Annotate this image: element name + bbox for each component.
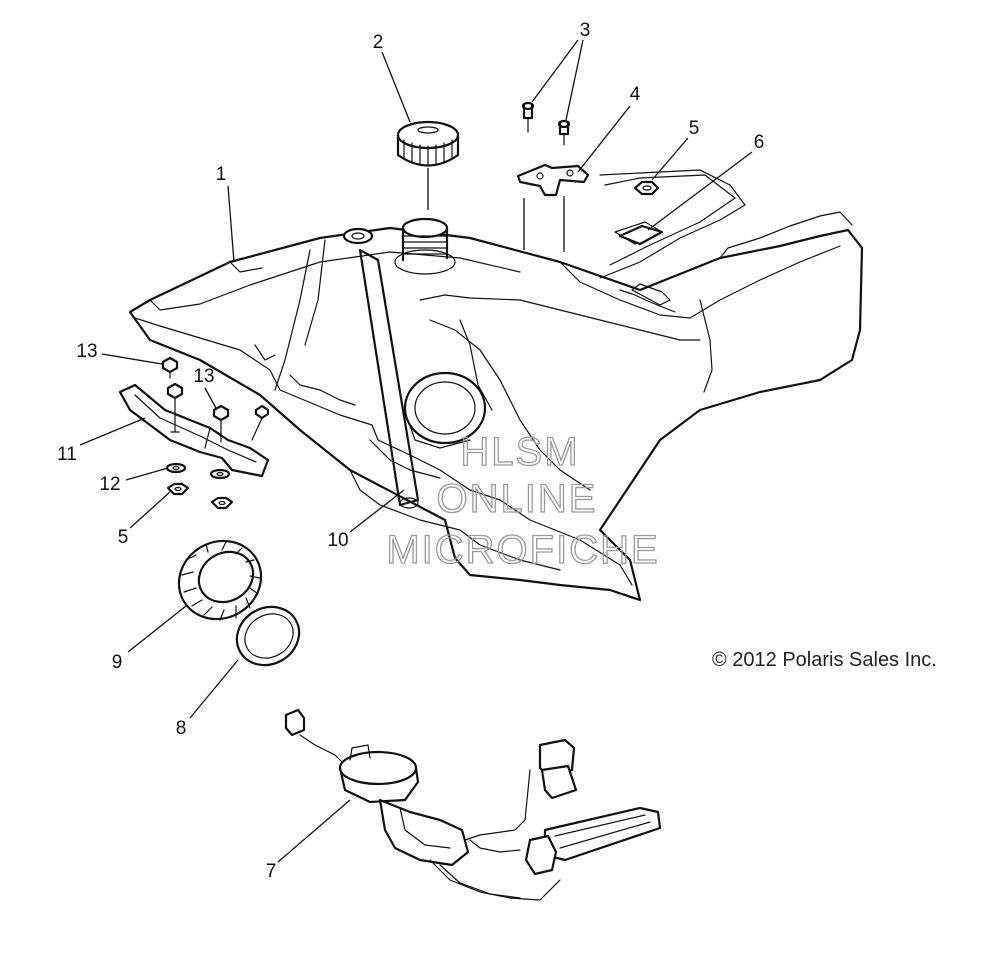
callout-8: 8 — [176, 718, 187, 739]
watermark-line1: HLSM — [460, 430, 579, 474]
gasket — [235, 605, 301, 667]
callout-2: 2 — [373, 32, 384, 53]
callout-7: 7 — [266, 861, 277, 882]
bracket — [516, 163, 590, 197]
fuel-tank — [128, 169, 864, 602]
pad — [618, 224, 664, 246]
callout-1: 1 — [216, 164, 227, 185]
fuel-cap — [396, 120, 460, 210]
callouts: 1 2 3 4 5 6 13 13 11 12 5 10 9 8 7 — [57, 20, 764, 882]
watermark-line2: ONLINE — [437, 477, 598, 521]
vent-hose — [358, 248, 420, 509]
nut-top — [633, 180, 660, 196]
callout-5-bottom: 5 — [118, 527, 129, 548]
screws — [521, 101, 571, 252]
lock-ring — [177, 539, 263, 621]
bolts-13 — [161, 356, 270, 443]
callout-10: 10 — [327, 530, 348, 551]
copyright-text: © 2012 Polaris Sales Inc. — [712, 649, 937, 671]
washer-12 — [165, 462, 231, 480]
callout-9: 9 — [112, 652, 123, 673]
callout-13-right: 13 — [193, 366, 214, 387]
callout-4: 4 — [630, 84, 641, 105]
watermark-line3: MICROFICHE — [386, 528, 659, 572]
skid-plate — [118, 383, 270, 478]
callout-11: 11 — [57, 444, 77, 465]
callout-3: 3 — [580, 20, 591, 41]
callout-6: 6 — [754, 132, 765, 153]
callout-12: 12 — [99, 474, 120, 495]
fuel-pump-assembly — [284, 708, 662, 901]
nuts-5 — [166, 482, 234, 510]
watermark: HLSM ONLINE MICROFICHE — [386, 429, 659, 572]
callout-5-top: 5 — [689, 118, 700, 139]
callout-13-left: 13 — [76, 341, 97, 362]
leader-lines — [79, 39, 753, 863]
